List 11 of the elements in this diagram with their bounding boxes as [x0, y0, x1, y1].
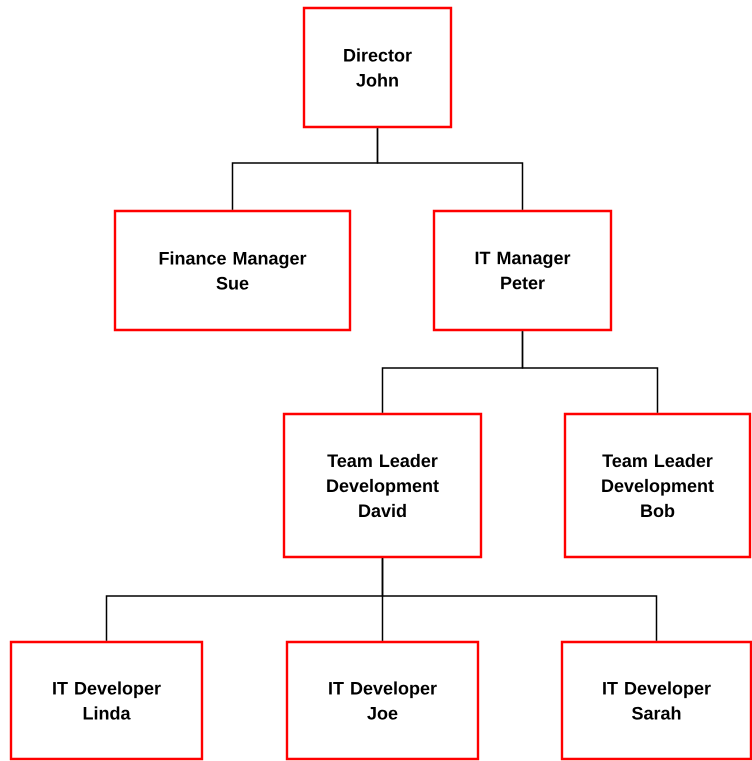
person-box: Finance Manager Sue [114, 210, 352, 332]
connector-line [522, 331, 658, 413]
connector-line [382, 558, 658, 641]
connector-line [376, 128, 524, 210]
person-box: Director John [302, 6, 452, 128]
person-box: IT Developer Joe [286, 640, 480, 760]
person-box: Team Leader Development Bob [564, 412, 752, 558]
person-box: IT Developer Sarah [560, 640, 752, 760]
person-box: Team Leader Development David [282, 412, 482, 558]
person-box: IT Manager Peter [432, 210, 612, 332]
person-box: IT Developer Linda [10, 640, 204, 760]
